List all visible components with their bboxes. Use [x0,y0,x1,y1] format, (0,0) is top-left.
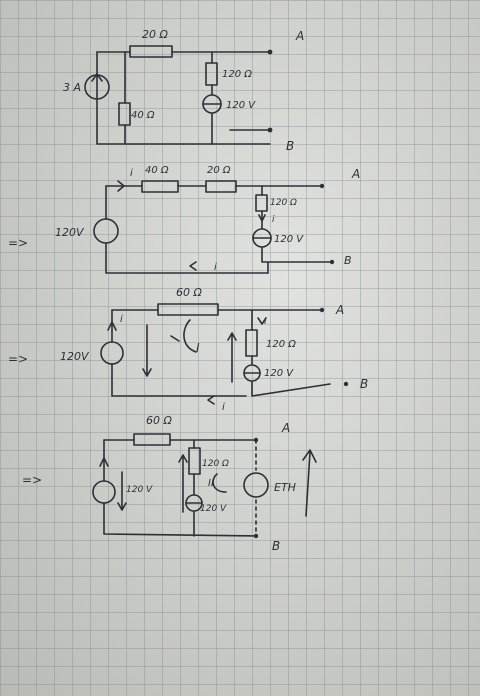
voltage-source-120v [100,341,124,365]
resistor-20ohm [129,45,173,58]
terminal-b [343,381,349,387]
node-b-label: B [344,254,352,267]
node-a-label: A [351,167,360,181]
label-120v-mid: 120 V [200,504,227,514]
resistor-60ohm [133,433,171,446]
circuit-1: 20 Ω 120 Ω 40 Ω 3 A 120 V A B [63,28,304,153]
label-120ohm: 120 Ω [222,69,252,80]
current-i-right: i [272,215,275,225]
resistor-40ohm [141,180,179,193]
label-60ohm: 60 Ω [146,414,172,427]
circuit-4: => 60 Ω 120 Ω 120 V 120 V II ETH A B [22,414,317,553]
node-b-label: B [272,539,280,553]
implies-arrow-2: => [8,236,28,250]
current-i-bottom: i [222,402,225,413]
node-a-label: A [335,303,344,317]
current-i-top: i [130,168,133,179]
label-120ohm: 120 Ω [266,339,296,350]
circuit-2: => 40 Ω 20 Ω 120 Ω 120V 120 V i i i A B [8,165,360,274]
resistor-120ohm [245,329,258,357]
voltage-source-120v [93,218,119,244]
resistor-40ohm [118,102,131,126]
node-a-label: A [295,29,304,43]
node-b-label: B [286,139,294,153]
resistor-20ohm [205,180,237,193]
implies-arrow-3: => [8,352,28,366]
voltage-source-120v-left [92,480,116,504]
resistor-120ohm [255,194,268,212]
implies-arrow-4: => [22,473,42,487]
label-source-120v: 120V [60,350,90,363]
label-20ohm: 20 Ω [142,28,168,41]
label-120v: 120 V [264,368,294,379]
label-120ohm: 120 Ω [270,198,297,208]
label-120v-left: 120 V [126,485,153,495]
terminal-a [267,49,273,55]
label-120v: 120 V [226,100,256,111]
terminal-b [253,533,259,539]
label-120ohm: 120 Ω [202,459,229,469]
terminal-a [319,183,325,189]
label-3a: 3 A [63,81,81,94]
label-20ohm: 20 Ω [207,165,231,176]
terminal-b [329,259,335,265]
loop-current-i: I [196,341,200,355]
loop-current-ii: II [208,478,214,489]
voltage-source-eth [243,472,269,498]
circuit-3: => 60 Ω 120 Ω 120V 120 V I i i i A B [8,286,368,413]
current-i-right: i [264,317,267,327]
label-120v: 120 V [274,234,304,245]
node-a-label: A [281,421,290,435]
label-eth: ETH [274,481,296,494]
current-i-left: i [120,314,123,325]
label-60ohm: 60 Ω [176,286,202,299]
label-source-120v: 120V [55,226,85,239]
resistor-120ohm [205,62,218,86]
label-40ohm: 40 Ω [131,110,155,121]
terminal-b [267,127,273,133]
node-b-label: B [360,377,368,391]
terminal-a [319,307,325,313]
current-i-bottom: i [214,262,217,273]
resistor-60ohm [157,303,219,316]
label-40ohm: 40 Ω [145,165,169,176]
resistor-120ohm [188,447,201,475]
terminal-a [253,437,259,443]
